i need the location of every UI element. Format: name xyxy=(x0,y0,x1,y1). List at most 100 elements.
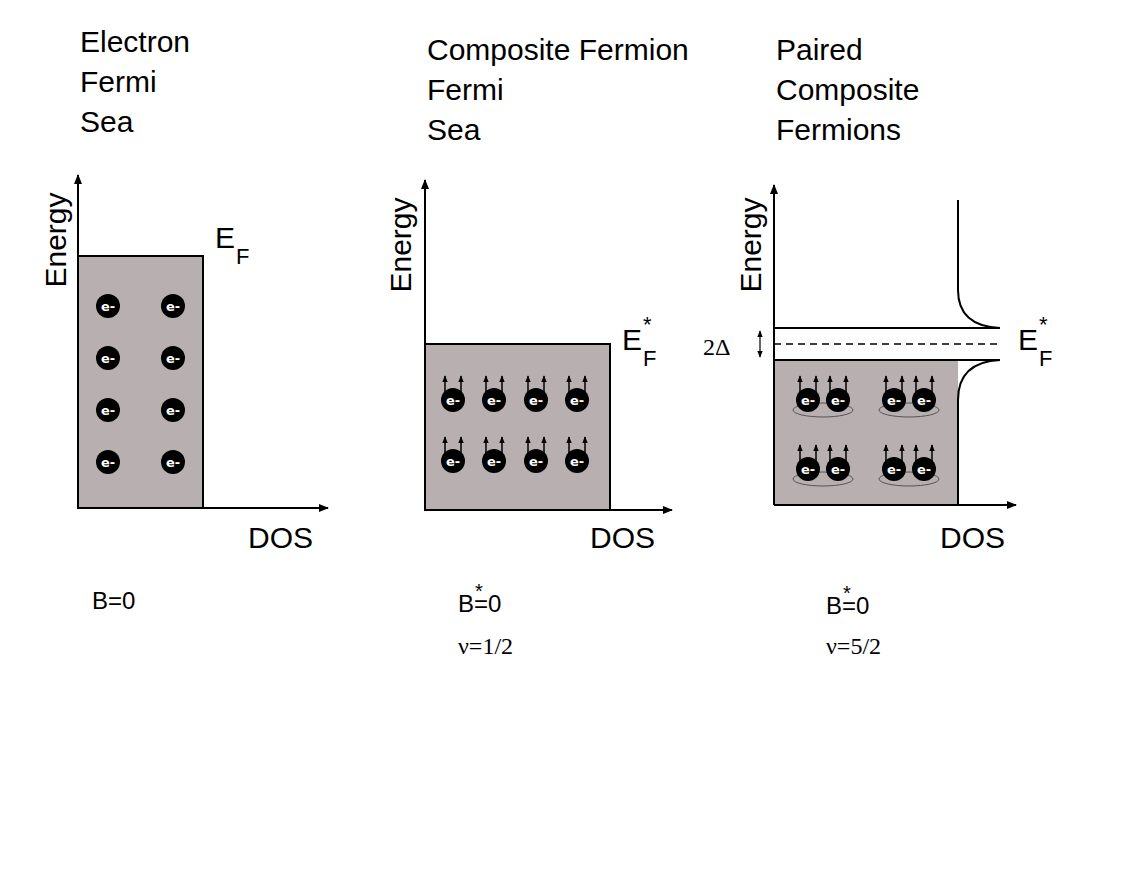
axis-label: DOS xyxy=(248,520,313,555)
field-label: B xyxy=(458,590,474,618)
fermi-subscript: F xyxy=(1039,346,1052,371)
title-line: Composite xyxy=(776,70,919,110)
electron-label: e- xyxy=(570,455,584,468)
electron-label: e- xyxy=(166,300,180,313)
field-label: =0 xyxy=(474,590,501,618)
electron-circle: e- xyxy=(96,294,120,318)
flux-arrows xyxy=(445,376,932,475)
pair-ellipses xyxy=(793,403,939,486)
electron-circle: e- xyxy=(882,457,906,481)
filling-label: ν=5/2 xyxy=(826,632,881,660)
electron-label: e- xyxy=(446,394,460,407)
electron-circle: e- xyxy=(161,294,185,318)
filled-states xyxy=(425,344,610,510)
fermi-energy: E xyxy=(1018,322,1038,357)
electron-circle: e- xyxy=(524,388,548,412)
fermi-star: * xyxy=(643,312,652,337)
gap-edge xyxy=(774,359,1000,361)
electron-label: e- xyxy=(101,456,115,469)
electron-label: e- xyxy=(831,394,845,407)
axis-label: DOS xyxy=(940,520,1005,555)
electron-label: e- xyxy=(917,394,931,407)
electron-circle: e- xyxy=(565,449,589,473)
axis-label: Energy xyxy=(38,192,73,287)
electron-circle: e- xyxy=(912,388,936,412)
axis-label: DOS xyxy=(590,520,655,555)
dos-axis xyxy=(774,504,1016,506)
title-line: Fermi xyxy=(80,62,190,102)
filling-label: ν=1/2 xyxy=(458,632,513,660)
electron-label: e- xyxy=(487,455,501,468)
field-label: B=0 xyxy=(92,587,135,615)
panel-title: PairedCompositeFermions xyxy=(776,30,919,150)
title-line: Sea xyxy=(80,102,190,142)
electron-circle: e- xyxy=(161,398,185,422)
energy-axis xyxy=(424,180,426,510)
electron-label: e- xyxy=(101,352,115,365)
electron-circle: e- xyxy=(482,449,506,473)
electron-circle: e- xyxy=(796,388,820,412)
axis-label: Energy xyxy=(383,197,418,292)
dos-curve xyxy=(958,360,1000,505)
electron-circle: e- xyxy=(524,449,548,473)
electron-circle: e- xyxy=(826,457,850,481)
electron-label: e- xyxy=(166,352,180,365)
energy-axis xyxy=(77,175,79,508)
dos-axis xyxy=(78,507,328,509)
electron-label: e- xyxy=(887,394,901,407)
electron-label: e- xyxy=(487,394,501,407)
electron-circle: e- xyxy=(912,457,936,481)
electron-circle: e- xyxy=(441,449,465,473)
electron-label: e- xyxy=(570,394,584,407)
title-line: Electron xyxy=(80,22,190,62)
title-line: Composite Fermion xyxy=(427,30,689,70)
axis-label: Energy xyxy=(733,197,768,292)
electron-circle: e- xyxy=(161,346,185,370)
electron-circle: e- xyxy=(826,388,850,412)
electron-label: e- xyxy=(529,394,543,407)
electron-circle: e- xyxy=(161,450,185,474)
title-line: Sea xyxy=(427,110,689,150)
electron-label: e- xyxy=(887,463,901,476)
electron-circle: e- xyxy=(96,398,120,422)
electron-label: e- xyxy=(801,463,815,476)
electron-label: e- xyxy=(831,463,845,476)
fermi-subscript: F xyxy=(643,346,656,371)
electron-label: e- xyxy=(101,404,115,417)
filled-states xyxy=(774,360,958,505)
panel-title: ElectronFermiSea xyxy=(80,22,190,142)
fermi-subscript: F xyxy=(236,244,249,269)
field-label: =0 xyxy=(842,592,869,620)
gap-edge xyxy=(774,327,1000,329)
electron-label: e- xyxy=(166,456,180,469)
electron-label: e- xyxy=(446,455,460,468)
field-label: B xyxy=(826,592,842,620)
dos-axis xyxy=(425,509,672,511)
fermi-star: * xyxy=(1039,312,1048,337)
electron-label: e- xyxy=(101,300,115,313)
electron-circle: e- xyxy=(96,346,120,370)
gap-arrow xyxy=(759,331,760,357)
electron-label: e- xyxy=(529,455,543,468)
dos-curve xyxy=(958,200,1000,328)
filled-states xyxy=(78,256,203,508)
fermi-energy: E xyxy=(622,322,642,357)
title-line: Fermions xyxy=(776,110,919,150)
title-line: Paired xyxy=(776,30,919,70)
electron-circle: e- xyxy=(882,388,906,412)
electron-circle: e- xyxy=(482,388,506,412)
gap-label: 2Δ xyxy=(703,333,730,361)
fermi-energy: E xyxy=(215,220,235,255)
energy-axis xyxy=(773,185,775,505)
electron-label: e- xyxy=(917,463,931,476)
electron-label: e- xyxy=(801,394,815,407)
electron-label: e- xyxy=(166,404,180,417)
electron-circle: e- xyxy=(441,388,465,412)
electron-circle: e- xyxy=(96,450,120,474)
panel-title: Composite FermionFermiSea xyxy=(427,30,689,150)
electron-circle: e- xyxy=(796,457,820,481)
electron-circle: e- xyxy=(565,388,589,412)
title-line: Fermi xyxy=(427,70,689,110)
fermi-level xyxy=(774,343,1000,345)
